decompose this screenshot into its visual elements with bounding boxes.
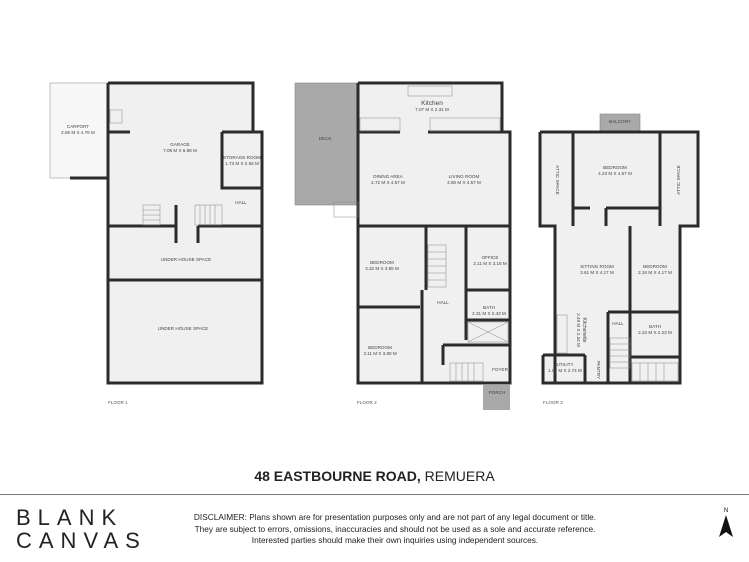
room-label-attic-space: ATTIC SPACE (555, 165, 560, 195)
floor-3-label: FLOOR 3 (543, 400, 563, 405)
north-arrow-icon (719, 515, 733, 537)
room-label-deck: DECK (318, 136, 332, 141)
compass: N (712, 508, 740, 543)
room-label-hall: HALL (437, 300, 449, 305)
room-label-hall: HALL (235, 200, 247, 205)
floor-2-label: FLOOR 2 (357, 400, 377, 405)
room-label-porch: PORCH (488, 390, 506, 395)
room-label-hall: HALL (612, 321, 624, 326)
room-label-foyer: FOYER (492, 367, 508, 372)
property-address: 48 EASTBOURNE ROAD, REMUERA (254, 468, 495, 484)
divider (0, 494, 749, 495)
floor-3-plan (538, 113, 700, 385)
floor-1-plan (49, 81, 264, 385)
room-label-under-house-space: UNDER HOUSE SPACE (160, 257, 212, 262)
room-label-pantry: PANTRY (596, 360, 601, 380)
disclaimer: DISCLAIMER: Plans shown are for presenta… (193, 512, 597, 545)
floor-2-plan (294, 81, 512, 410)
room-label-attic-space: ATTIC SPACE (676, 165, 681, 195)
room-label-balcony: BALCONY (609, 119, 631, 124)
room-label-under-house-space: UNDER HOUSE SPACE (157, 326, 209, 331)
floor-1-label: FLOOR 1 (108, 400, 128, 405)
